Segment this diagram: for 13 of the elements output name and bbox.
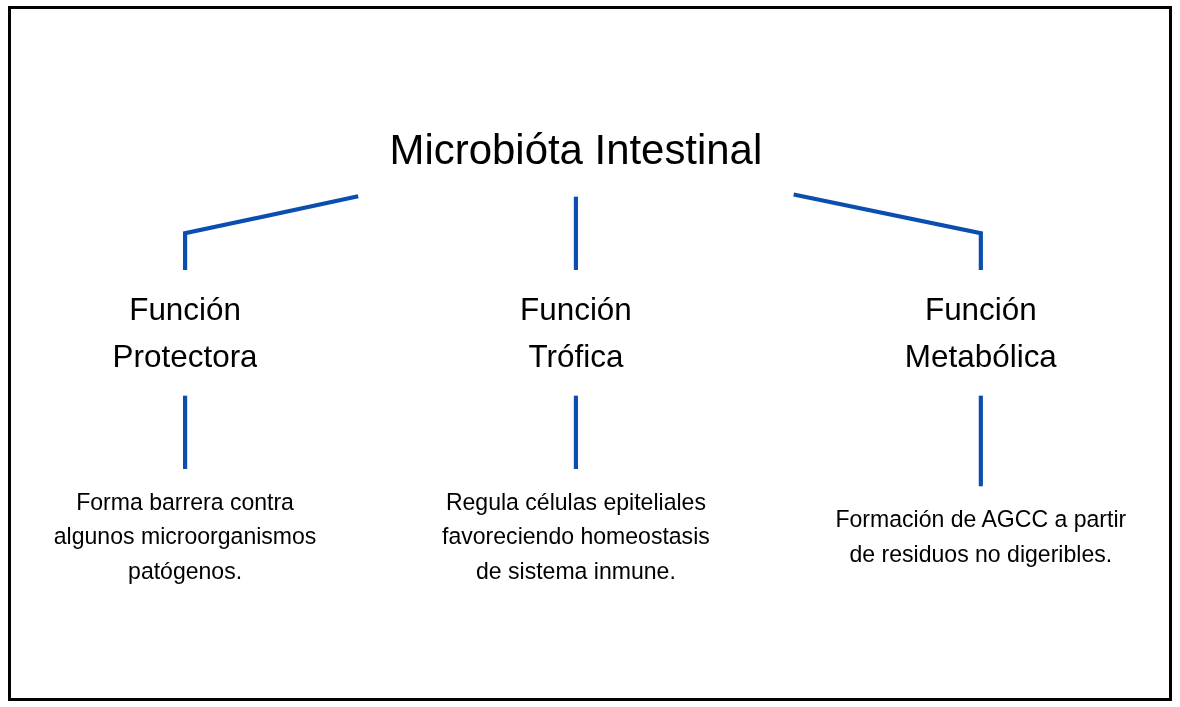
connector: [183, 395, 188, 470]
connector: [978, 395, 983, 487]
node-text: Forma barrera contra algunos microorganismos patógenos.: [53, 489, 317, 585]
node-text: Función Trófica: [520, 292, 632, 374]
connector: [793, 192, 983, 271]
connector: [573, 395, 579, 470]
node-text: Microbióta Intestinal: [389, 126, 763, 173]
node-text: Formación de AGCC a partir de residuos no digeribles.: [835, 506, 1127, 568]
connector: [183, 194, 359, 271]
node-text: Función Protectora: [112, 292, 258, 374]
connector: [573, 196, 579, 271]
node-text: Regula células epiteliales favoreciendo homeostasis de sistema inmune.: [442, 489, 710, 585]
node-text: Función Metabólica: [904, 292, 1057, 374]
